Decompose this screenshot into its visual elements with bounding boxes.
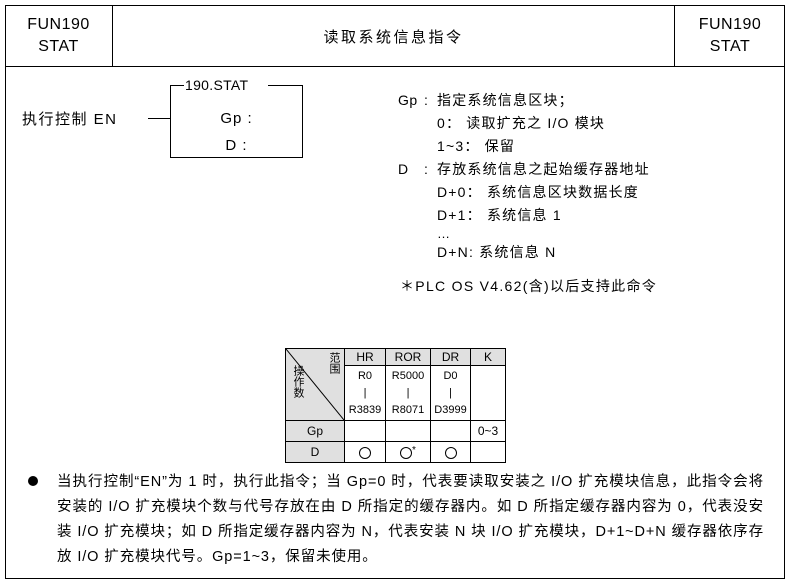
table-range-hr-from: R0 [357, 369, 373, 382]
table-cell-d-hr [344, 441, 386, 463]
table-cell-d-dr [430, 441, 471, 463]
description-gp-key: Gp [398, 92, 418, 108]
header-right-code: FUN190 [698, 16, 762, 33]
description-gp-option-0: 0： 读取扩充之 I/O 模块 [398, 112, 778, 135]
circle-marker-icon [400, 446, 413, 459]
table-range-dr-sep: | [449, 386, 452, 399]
description-gp-option-0-text: 0： 读取扩充之 I/O 模块 [437, 115, 606, 131]
description-d-line-1: D+1： 系统信息 1 [398, 204, 778, 227]
description-d-line-0-text: D+0： 系统信息区块数据长度 [437, 184, 639, 200]
description-d-colon: : [424, 161, 430, 177]
table-cell-d-k [470, 441, 506, 463]
operand-description-list: Gp : 指定系统信息区块； 0： 读取扩充之 I/O 模块 1~3： 保留 D… [398, 89, 778, 264]
bullet-point-icon [28, 476, 38, 486]
table-cell-gp-dr [430, 420, 471, 442]
table-row: Gp 0~3 [285, 420, 506, 442]
description-d-main: D : 存放系统信息之起始缓存器地址 [398, 158, 778, 181]
header-left-code: FUN190 [27, 16, 90, 33]
table-range-hr-sep: | [363, 386, 367, 399]
table-column-header-k: K [470, 348, 506, 366]
description-d-ellipsis: … [437, 226, 451, 241]
table-range-ror-sep: | [406, 386, 410, 399]
operand-range-table: 范围 操作数 HR ROR DR K R0 | R3839 R5000 | R8… [285, 348, 506, 463]
table-row-header-gp: Gp [285, 420, 345, 442]
table-range-k [470, 365, 506, 421]
description-gp-main: Gp : 指定系统信息区块； [398, 89, 778, 112]
header-title-cell: 读取系统信息指令 [113, 5, 675, 67]
table-cell-gp-k: 0~3 [470, 420, 506, 442]
table-corner-cell: 范围 操作数 [285, 348, 345, 421]
header-right-cell: FUN190 STAT [675, 5, 785, 67]
enable-input-wire [148, 118, 171, 119]
table-cell-gp-hr [344, 420, 386, 442]
table-range-dr: D0 | D3999 [430, 365, 471, 421]
table-range-row: R0 | R3839 R5000 | R8071 D0 | D3999 [286, 365, 506, 421]
description-d-line-1-text: D+1： 系统信息 1 [437, 207, 562, 223]
page-frame [5, 5, 785, 579]
table-range-dr-from: D0 [443, 369, 458, 382]
header-left-cell: FUN190 STAT [5, 5, 113, 67]
description-gp-colon: : [424, 92, 430, 108]
table-cell-gp-ror [385, 420, 431, 442]
instruction-note-text: 当执行控制“EN”为 1 时，执行此指令；当 Gp=0 时，代表要读取安装之 I… [57, 474, 764, 565]
table-column-header-ror: ROR [385, 348, 431, 366]
table-corner-range-label: 范围 [328, 352, 340, 374]
instruction-note-block: 当执行控制“EN”为 1 时，执行此指令；当 Gp=0 时，代表要读取安装之 I… [28, 470, 764, 570]
enable-input-label: 执行控制 EN [22, 111, 118, 128]
circle-marker-icon [444, 446, 457, 459]
table-range-hr: R0 | R3839 [344, 365, 386, 421]
description-gp-option-1: 1~3： 保留 [398, 135, 778, 158]
circle-marker-icon [359, 446, 371, 459]
function-block-operand-gp: Gp : [220, 110, 253, 127]
table-corner-operand-label: 操作数 [292, 365, 304, 398]
table-range-hr-to: R3839 [348, 403, 382, 416]
table-column-header-dr: DR [430, 348, 471, 366]
table-header-row: 范围 操作数 HR ROR DR K [285, 348, 506, 421]
description-d-line-last: D+N: 系统信息 N [398, 241, 778, 264]
table-row: D * [285, 441, 506, 463]
table-row-header-d: D [285, 441, 345, 463]
function-block-operand-d: D : [225, 137, 248, 154]
header-left-mnemonic: STAT [38, 38, 79, 55]
description-d-line-0: D+0： 系统信息区块数据长度 [398, 181, 778, 204]
table-range-ror-to: R8071 [391, 403, 425, 416]
diagonal-divider-icon [286, 349, 344, 420]
function-block-title: 190.STAT [184, 77, 250, 93]
function-block-top-left-border [170, 85, 184, 86]
description-gp-text: 指定系统信息区块； [437, 92, 574, 108]
table-cell-d-ror: * [385, 441, 431, 463]
function-block-top-right-border [268, 85, 303, 86]
page-title: 读取系统信息指令 [323, 28, 464, 46]
description-gp-option-1-text: 1~3： 保留 [437, 138, 516, 154]
function-block-box [170, 85, 303, 158]
table-range-ror: R5000 | R8071 [385, 365, 431, 421]
table-range-ror-from: R5000 [391, 369, 425, 382]
description-d-key: D [398, 161, 409, 177]
asterisk-marker-icon: * [412, 445, 416, 456]
os-version-note: ＊PLC OS V4.62(含)以后支持此命令 [400, 278, 658, 294]
instruction-header: FUN190 STAT 读取系统信息指令 FUN190 STAT [5, 5, 785, 67]
description-d-text: 存放系统信息之起始缓存器地址 [437, 161, 650, 177]
table-column-header-hr: HR [344, 348, 386, 366]
header-right-mnemonic: STAT [709, 38, 751, 55]
description-d-line-last-text: D+N: 系统信息 N [437, 244, 557, 260]
table-range-dr-to: D3999 [434, 403, 467, 416]
